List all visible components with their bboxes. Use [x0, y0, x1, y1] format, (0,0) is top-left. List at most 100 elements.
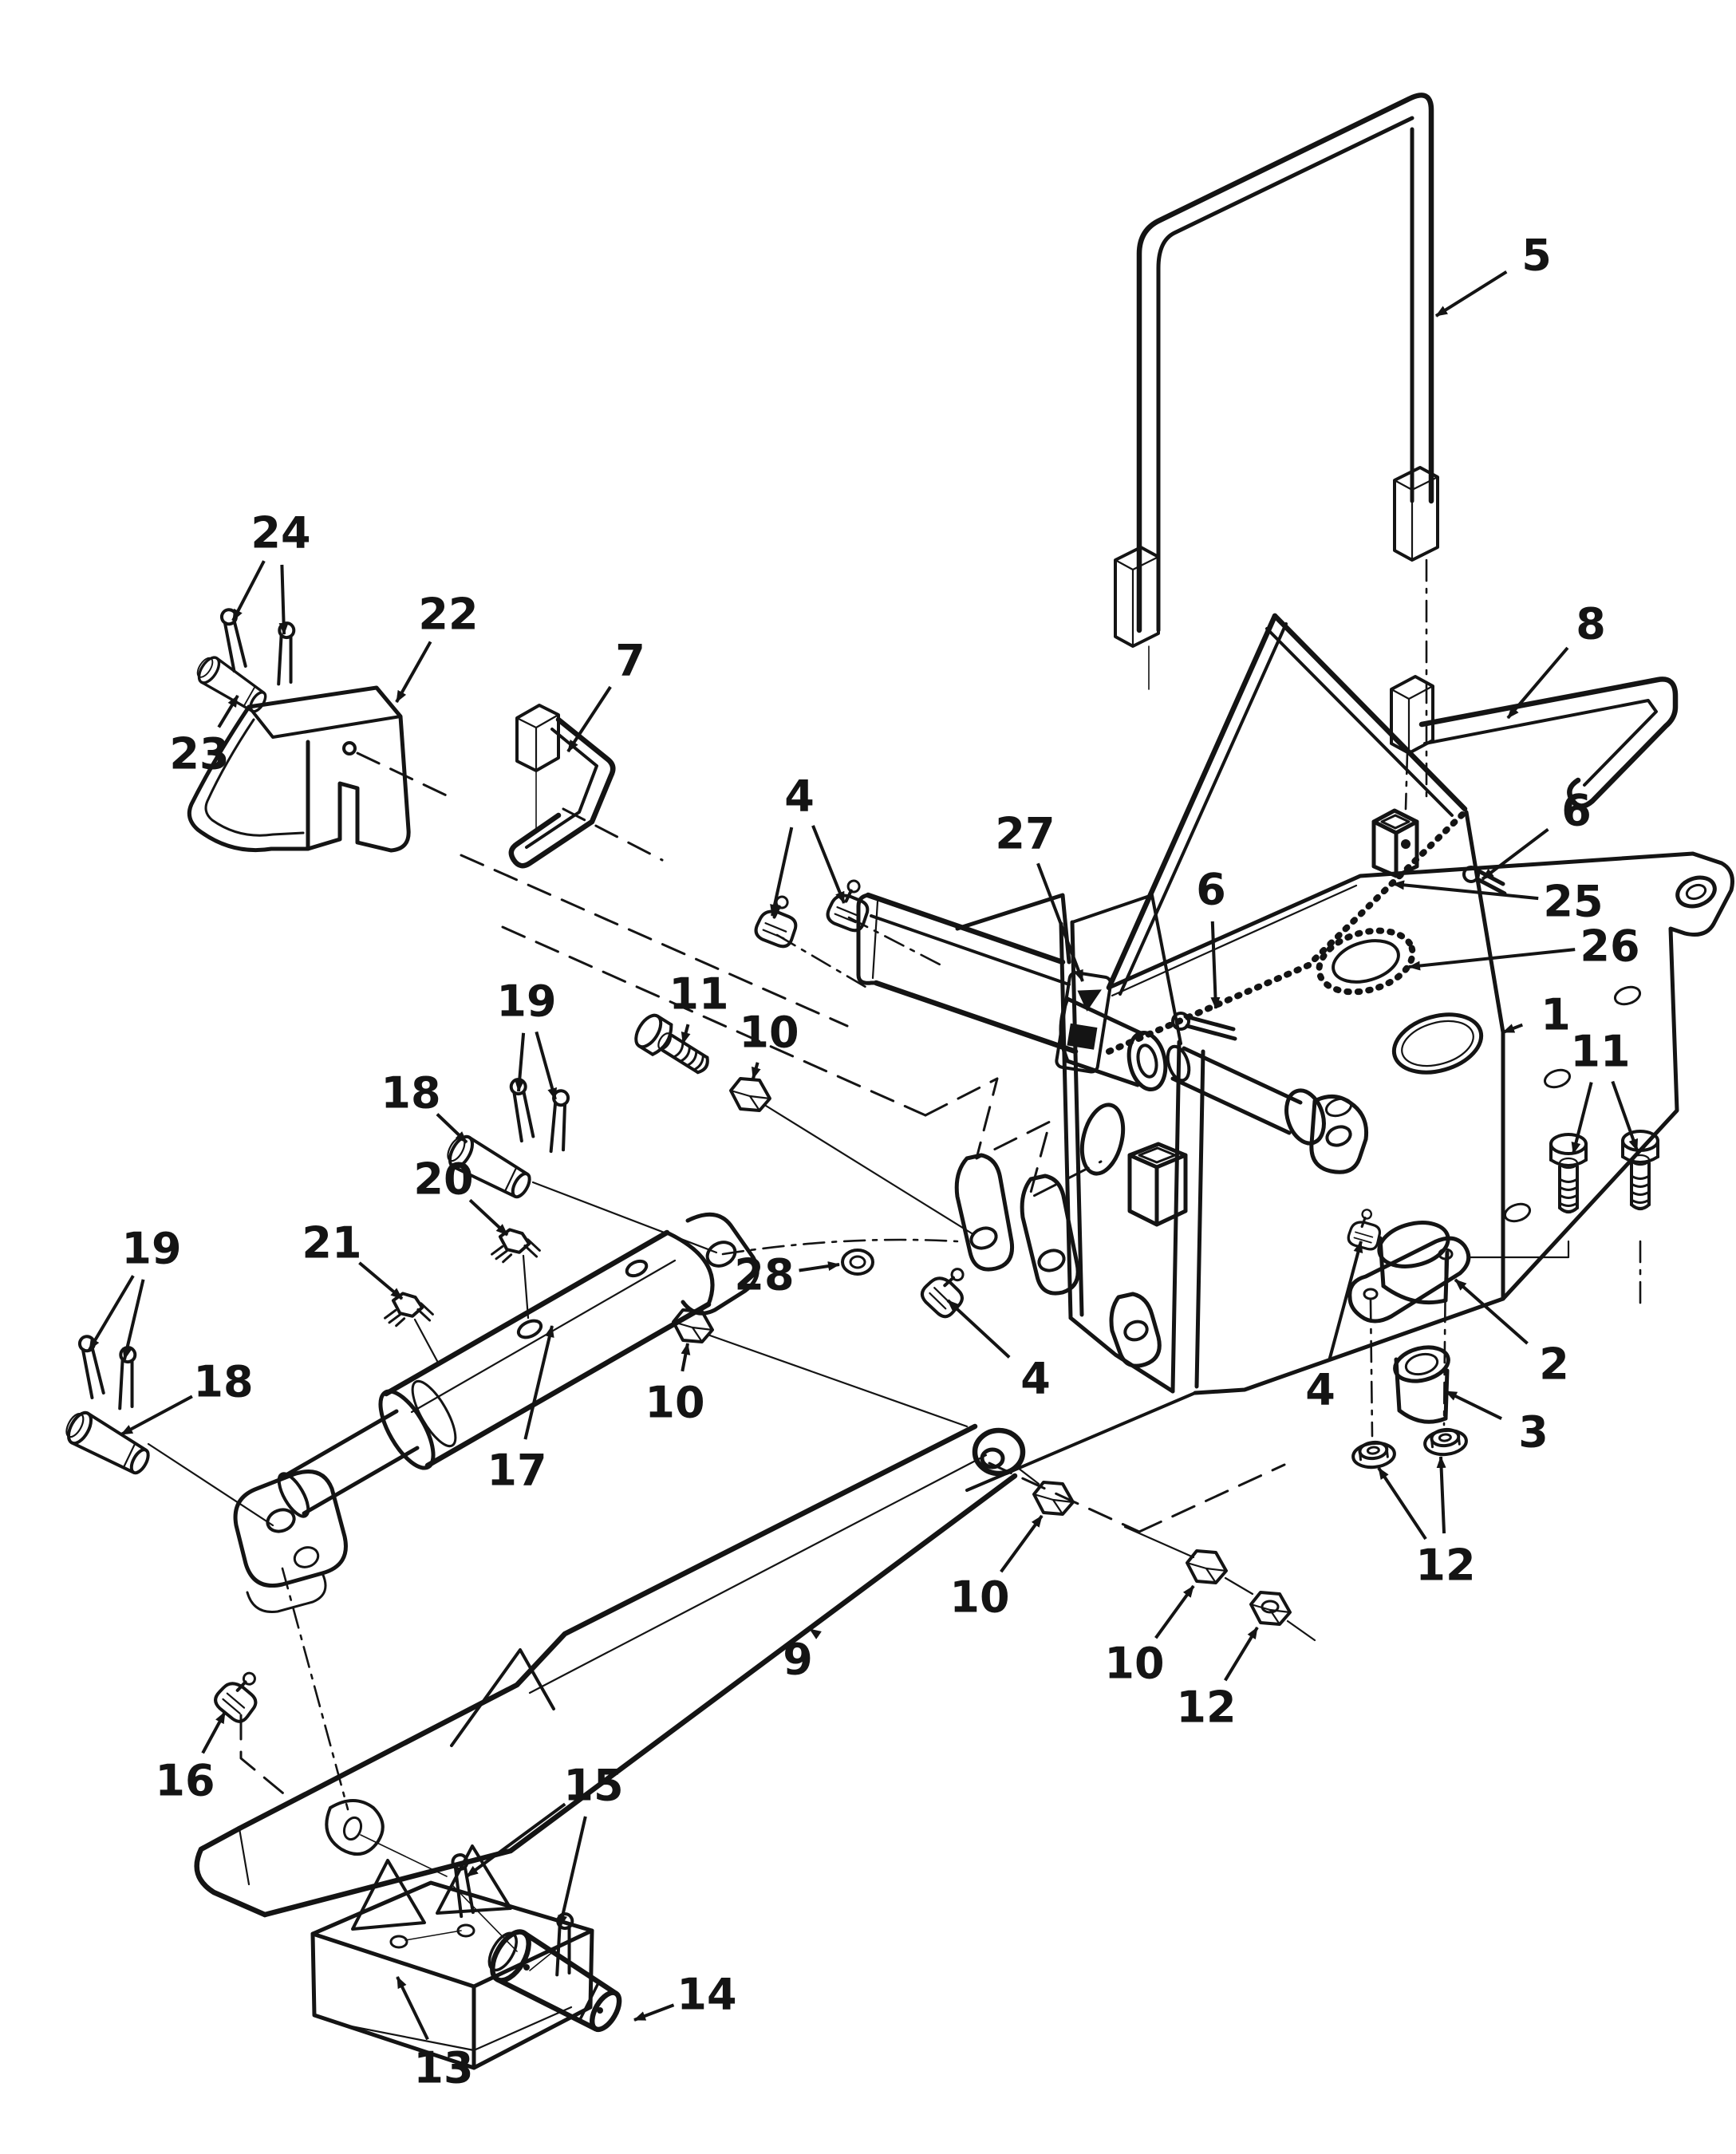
callout-13-35: 13	[396, 1976, 474, 2093]
leader-line-2	[1454, 1278, 1529, 1345]
callout-number-19: 19	[121, 1224, 181, 1274]
handle-rod	[1390, 675, 1679, 811]
callout-6-9: 6	[1481, 786, 1592, 881]
callout-number-24: 24	[251, 508, 310, 558]
main-frame-weldment	[856, 613, 1734, 1492]
callout-18-17: 18	[381, 1068, 468, 1144]
callout-11-13: 11	[1570, 1027, 1639, 1154]
callout-number-2: 2	[1539, 1339, 1569, 1390]
callout-20-18: 20	[413, 1154, 509, 1237]
latch-wire	[508, 704, 664, 869]
callout-4-6: 4	[770, 771, 846, 917]
callout-number-18: 18	[193, 1357, 253, 1407]
leader-line-4	[811, 825, 846, 904]
callout-number-26: 26	[1580, 921, 1639, 972]
leader-line-24	[278, 564, 289, 635]
hex-bushing-10	[729, 1077, 771, 1112]
callout-12-27: 12	[1377, 1456, 1476, 1591]
leader-line-11	[1571, 1082, 1593, 1154]
callout-14-36: 14	[633, 1970, 737, 2022]
cotter-pin-19	[508, 1076, 535, 1143]
callout-number-25: 25	[1543, 877, 1603, 927]
callout-layer: 5242223784276625261111110191820211918284…	[88, 231, 1640, 2093]
grease-fitting-4	[1341, 1206, 1385, 1256]
leader-line-24	[231, 560, 266, 621]
callout-2-25: 2	[1454, 1278, 1569, 1390]
callout-number-10: 10	[645, 1378, 704, 1428]
leader-line-8	[1506, 646, 1569, 720]
leader-line-19	[535, 1031, 558, 1100]
callout-number-12: 12	[1176, 1683, 1236, 1733]
callout-6-8: 6	[1196, 865, 1226, 1009]
cotter-pin-19	[544, 1088, 574, 1155]
leader-line-4	[946, 1299, 1011, 1359]
elbow-fitting-4	[822, 878, 872, 936]
callout-22-2: 22	[395, 590, 479, 703]
hidden-outline-dashes	[239, 854, 1286, 1798]
leader-line-1	[1502, 1023, 1523, 1034]
square-socket-mid	[1127, 1142, 1188, 1227]
leader-line-11	[681, 1024, 691, 1044]
stand-pin-14	[480, 1923, 628, 2039]
leader-line-10	[1154, 1584, 1195, 1639]
callout-5-0: 5	[1434, 231, 1552, 318]
callout-10-29: 10	[645, 1343, 705, 1428]
callout-number-15: 15	[563, 1761, 623, 1811]
leader-line-27	[1036, 862, 1084, 982]
flanged-adapter	[1347, 1221, 1471, 1324]
callout-28-22: 28	[734, 1250, 840, 1300]
leader-line-19	[122, 1279, 145, 1360]
callout-24-1: 24	[231, 508, 311, 635]
leader-line-19	[515, 1032, 526, 1092]
leader-line-6	[1481, 827, 1549, 881]
callout-number-1: 1	[1541, 990, 1571, 1040]
lift-arm	[194, 1334, 1316, 1918]
callout-15-37: 15	[465, 1761, 624, 1927]
leader-line-18	[436, 1113, 468, 1144]
hex-bolt-11	[629, 1009, 717, 1084]
callout-number-28: 28	[734, 1250, 794, 1300]
callout-number-11: 11	[669, 969, 728, 1020]
hex-bolt-11	[1621, 1130, 1659, 1210]
leader-line-11	[1611, 1080, 1639, 1151]
callout-number-13: 13	[413, 2043, 473, 2093]
callout-number-14: 14	[677, 1970, 736, 2020]
callout-1-12: 1	[1502, 990, 1571, 1040]
leader-line-21	[358, 1261, 404, 1300]
callout-10-32: 10	[1104, 1584, 1195, 1689]
leader-line-17	[523, 1325, 554, 1440]
callout-8-5: 8	[1506, 599, 1606, 720]
callout-18-21: 18	[120, 1357, 254, 1436]
callout-16-34: 16	[155, 1711, 227, 1806]
leader-line-12	[1377, 1466, 1427, 1541]
washer-28	[841, 1249, 874, 1276]
leader-line-28	[799, 1261, 840, 1272]
callout-number-8: 8	[1576, 599, 1606, 649]
callout-number-23: 23	[169, 729, 229, 779]
callout-number-22: 22	[418, 590, 478, 640]
cover-bracket	[187, 651, 456, 853]
callout-19-20: 19	[88, 1224, 182, 1360]
leader-line-7	[566, 685, 612, 753]
callout-12-33: 12	[1176, 1626, 1259, 1733]
callout-number-18: 18	[381, 1068, 440, 1118]
callout-number-16: 16	[155, 1756, 215, 1806]
hose-adapter-21	[382, 1290, 436, 1331]
callout-number-21: 21	[302, 1218, 361, 1268]
leader-line-18	[120, 1395, 193, 1436]
leader-line-16	[201, 1711, 227, 1754]
callout-number-19: 19	[496, 976, 556, 1027]
leader-line-12	[1436, 1456, 1446, 1534]
locknut-12	[1422, 1426, 1470, 1458]
leader-line-4	[770, 826, 794, 917]
callout-number-11: 11	[1570, 1027, 1630, 1077]
callout-9-31: 9	[783, 1627, 822, 1685]
leader-line-15	[465, 1802, 566, 1878]
callout-number-10: 10	[1104, 1639, 1164, 1689]
leader-line-20	[468, 1198, 509, 1237]
callout-number-6: 6	[1561, 786, 1592, 836]
callout-25-10: 25	[1392, 877, 1604, 927]
callout-number-6: 6	[1196, 865, 1226, 915]
square-socket-top	[1371, 808, 1419, 878]
